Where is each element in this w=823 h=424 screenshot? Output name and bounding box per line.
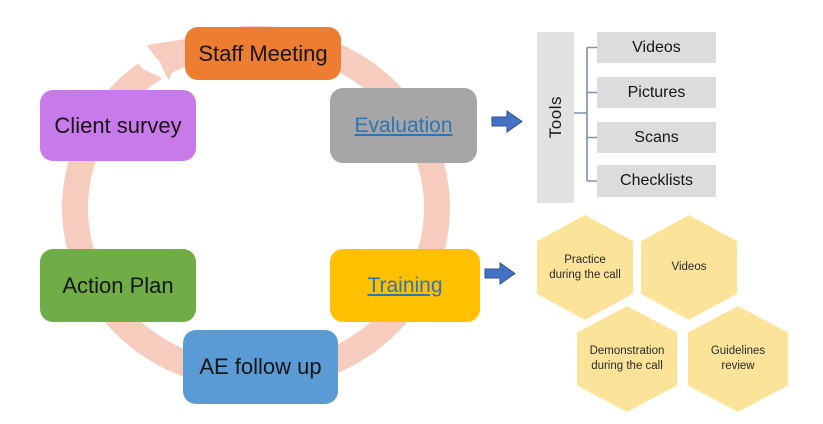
method-hex-videos: Videos (641, 215, 737, 320)
tool-item-label: Checklists (620, 172, 693, 189)
tool-item-pictures: Pictures (597, 77, 716, 108)
method-label: Videos (671, 261, 707, 274)
tools-bracket (574, 46, 597, 182)
arrow-evaluation-to-tools-icon (491, 110, 523, 133)
evaluation-link[interactable]: Evaluation (354, 113, 453, 137)
tools-label: Tools (545, 96, 565, 139)
method-label: Demonstration during the call (589, 345, 665, 372)
cycle-step-ae-follow-up: AE follow up (183, 330, 338, 404)
cycle-step-client-survey: Client survey (40, 90, 196, 161)
cycle-arrowhead-notch (131, 46, 168, 81)
tool-item-label: Scans (634, 128, 679, 146)
tool-item-checklists: Checklists (597, 165, 716, 197)
method-hex-demonstration-during-call: Demonstration during the call (577, 306, 677, 412)
cycle-step-action-plan: Action Plan (40, 249, 196, 322)
tools-category-bar: Tools (537, 32, 574, 203)
cycle-step-staff-meeting: Staff Meeting (185, 27, 341, 80)
tool-item-label: Pictures (627, 83, 686, 101)
tool-item-videos: Videos (597, 32, 716, 63)
training-link[interactable]: Training (367, 273, 443, 297)
client-survey-label: Client survey (54, 112, 182, 138)
method-label: Practice during the call (549, 253, 621, 281)
method-hex-guidelines-review: Guidelines review (688, 306, 788, 412)
tool-item-label: Videos (632, 38, 681, 56)
ae-follow-up-label: AE follow up (199, 354, 322, 379)
method-hex-practice-during-call: Practice during the call (537, 215, 633, 320)
cycle-step-training: Training (330, 249, 480, 322)
tool-item-scans: Scans (597, 122, 716, 153)
arrow-training-to-methods-icon (484, 262, 516, 285)
method-label: Guidelines review (710, 345, 766, 372)
action-plan-label: Action Plan (62, 272, 174, 298)
cycle-arrowhead-icon (147, 39, 186, 80)
cycle-step-evaluation: Evaluation (330, 88, 477, 163)
staff-meeting-label: Staff Meeting (198, 40, 328, 66)
